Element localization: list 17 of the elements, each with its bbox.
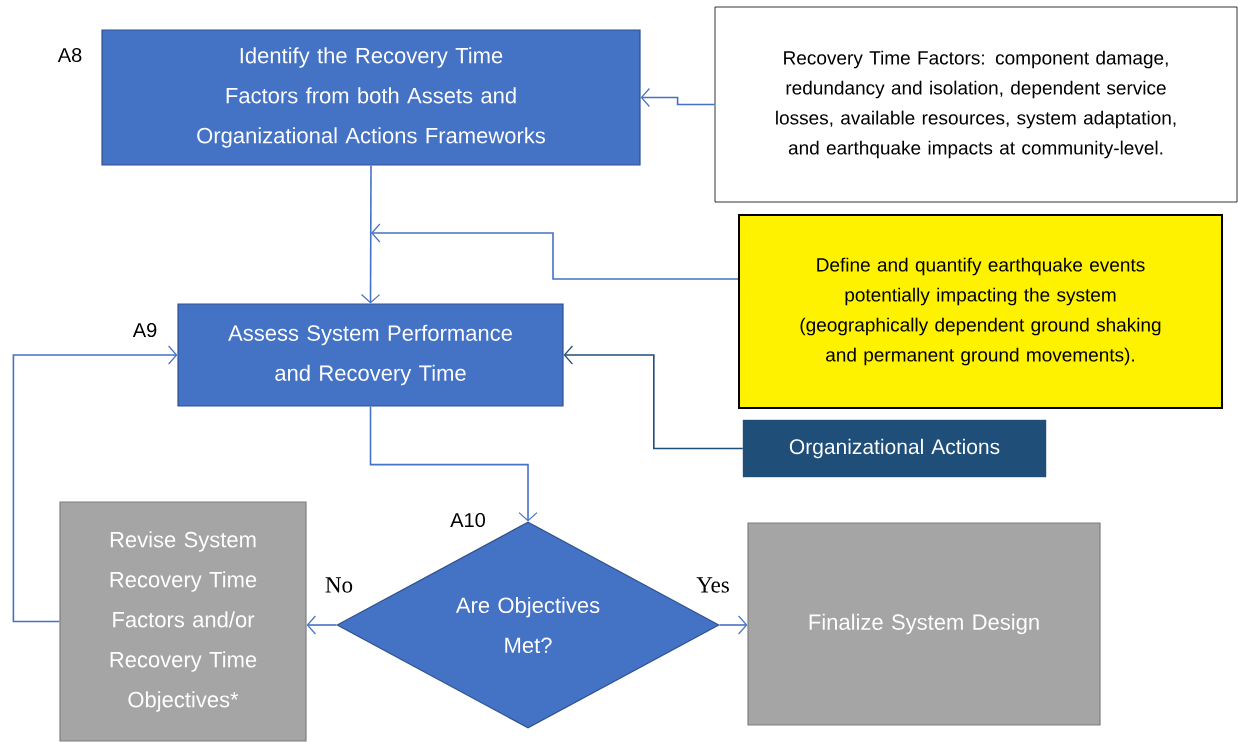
process-box: Organizational Actions (742, 419, 1047, 478)
arrow (306, 615, 338, 635)
step-label: A9 (132, 322, 157, 338)
process-box: Assess System Performance and Recovery Time (177, 303, 564, 407)
note-box: Define and quantify earthquake events potentially impacting the system (geographically dependent ground shaking and permanent ground movements). (738, 214, 1223, 409)
arrow (640, 87, 716, 108)
arrow (371, 223, 739, 280)
process-box: Revise System Recovery Time Factors and/or Recovery Time Objectives* (59, 501, 307, 742)
arrow (718, 615, 748, 635)
arrow (369, 405, 538, 522)
process-box: Finalize System Design (747, 522, 1101, 726)
arrow (563, 345, 744, 450)
process-box: Identify the Recovery Time Factors from both Assets and Organizational Actions Frameworks (101, 29, 641, 166)
step-label: A8 (57, 47, 82, 63)
arrow (12, 345, 178, 623)
text-box: Recovery Time Factors: component damage, redundancy and isolation, dependent service losses, available resources, system adaptation, and earthquake impacts at community-level. (714, 6, 1238, 203)
arrow (360, 164, 381, 304)
